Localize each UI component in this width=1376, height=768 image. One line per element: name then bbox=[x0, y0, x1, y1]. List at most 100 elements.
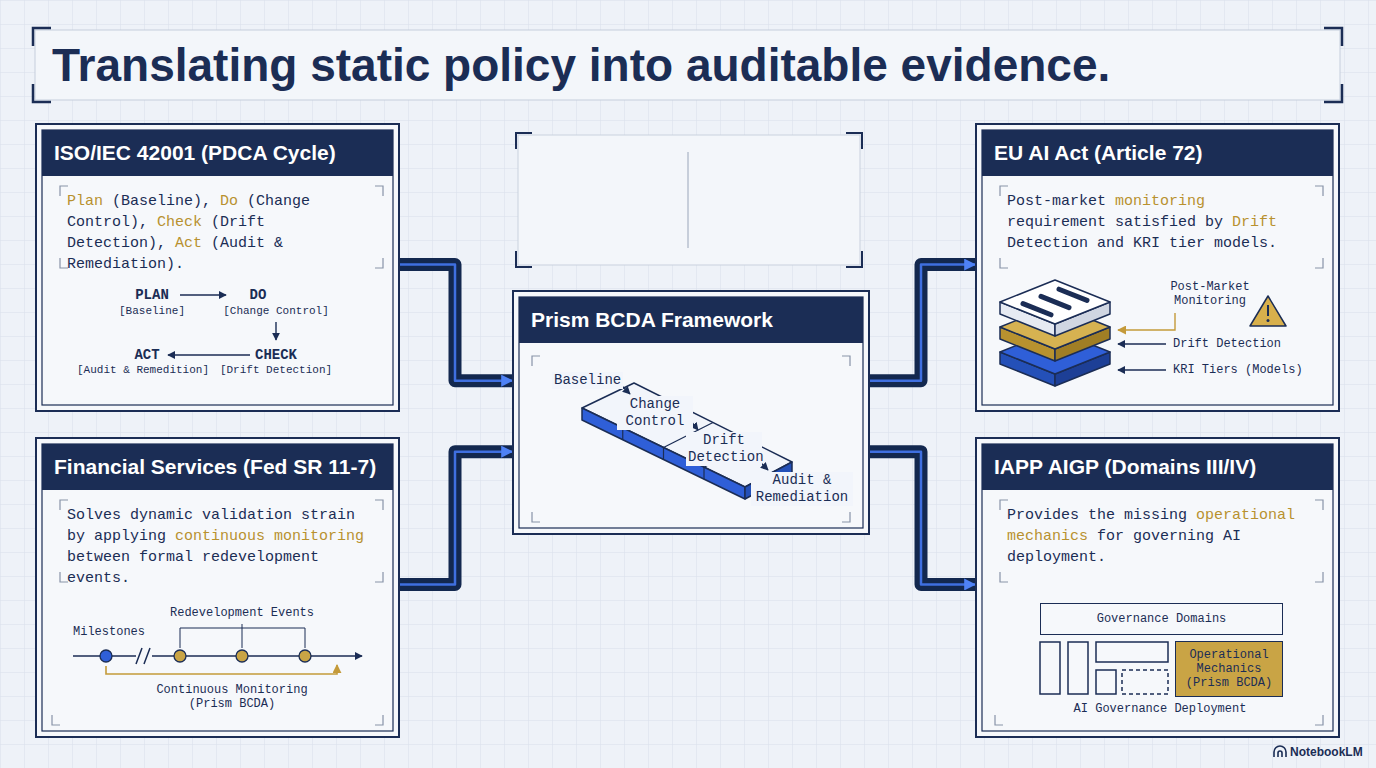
connector-core bbox=[400, 452, 512, 585]
connector-core bbox=[870, 265, 975, 381]
header-band: Prism BCDA Framework bbox=[519, 297, 863, 343]
panel-body: Plan (Baseline), Do (Change Control), Ch… bbox=[67, 191, 370, 275]
header-band: ISO/IEC 42001 (PDCA Cycle) bbox=[42, 130, 393, 176]
connector-arrow bbox=[400, 452, 512, 585]
pdca-arrow bbox=[180, 294, 226, 295]
title-frame bbox=[33, 28, 1342, 102]
empty-frame bbox=[516, 133, 862, 267]
layer-stack-icon bbox=[1000, 280, 1110, 324]
pdca-arrow bbox=[168, 295, 276, 355]
warning-icon bbox=[1267, 305, 1269, 316]
empty-frame bbox=[516, 133, 862, 267]
body-word: missing bbox=[1124, 507, 1196, 524]
body-word: Solves bbox=[67, 507, 130, 524]
panel-fill bbox=[35, 123, 400, 412]
diagram-label: CHECK bbox=[255, 347, 297, 364]
layer-stack-icon bbox=[1000, 280, 1110, 386]
body-word: Drift bbox=[1232, 214, 1277, 231]
timeline bbox=[174, 650, 186, 662]
body-word: applying bbox=[94, 528, 175, 545]
warning-icon bbox=[1267, 319, 1270, 322]
watermark: NotebookLM bbox=[1290, 745, 1363, 759]
header-band: IAPP AIGP (Domains III/IV) bbox=[982, 444, 1333, 490]
body-word: deployment. bbox=[1007, 549, 1106, 566]
timeline bbox=[136, 648, 150, 664]
framework-panel: IAPP AIGP (Domains III/IV) Provides the m… bbox=[975, 437, 1340, 738]
panel-heading: EU AI Act (Article 72) bbox=[994, 130, 1321, 176]
title-frame bbox=[33, 28, 1342, 102]
connector-casing bbox=[400, 265, 512, 381]
body-word: by bbox=[67, 528, 94, 545]
domain-blocks bbox=[1040, 642, 1168, 694]
header-band: Financial Services (Fed SR 11-7) bbox=[42, 444, 393, 490]
panel-fill bbox=[512, 290, 870, 535]
body-word: between bbox=[67, 549, 139, 566]
diagram-label: KRI Tiers (Models) bbox=[1173, 363, 1303, 377]
diagram-label: Continuous Monitoring (Prism BCDA) bbox=[146, 683, 318, 712]
body-word: monitoring bbox=[1115, 193, 1205, 210]
panel-fill bbox=[975, 437, 1340, 738]
timeline bbox=[106, 665, 337, 674]
body-word: Check bbox=[157, 214, 211, 231]
body-word: for bbox=[1097, 528, 1133, 545]
panel-inner-frame bbox=[42, 130, 393, 405]
body-word: Detection), bbox=[67, 235, 175, 252]
body-word: monitoring bbox=[274, 528, 364, 545]
connector-casing bbox=[400, 452, 512, 585]
header-band: EU AI Act (Article 72) bbox=[982, 130, 1333, 176]
body-word: Act bbox=[175, 235, 211, 252]
box-label: Governance Domains bbox=[1092, 609, 1232, 629]
body-word: (Baseline), bbox=[112, 193, 220, 210]
timeline bbox=[180, 624, 305, 648]
diagram-label: [Audit & Remedition] bbox=[77, 364, 209, 377]
connector-core bbox=[870, 452, 975, 585]
body-word: formal bbox=[139, 549, 202, 566]
pdca-arrow bbox=[168, 354, 250, 355]
body-word: models. bbox=[1214, 235, 1277, 252]
diagram-label: [Baseline] bbox=[119, 305, 185, 318]
panel-heading: IAPP AIGP (Domains III/IV) bbox=[994, 444, 1321, 490]
body-word: AI bbox=[1223, 528, 1241, 545]
diagram-label: Redevelopment Events bbox=[170, 606, 314, 620]
body-word: governing bbox=[1133, 528, 1223, 545]
body-word: Plan bbox=[67, 193, 112, 210]
body-word: the bbox=[1088, 507, 1124, 524]
empty-frame bbox=[688, 152, 689, 248]
body-word: validation bbox=[202, 507, 301, 524]
connector-casing bbox=[870, 452, 975, 585]
diagram-label: Milestones bbox=[73, 625, 145, 639]
domain-blocks bbox=[1122, 670, 1168, 694]
diagram-label: [Drift Detection] bbox=[220, 364, 332, 377]
body-word: Post-market bbox=[1007, 193, 1115, 210]
panel-body: Solves dynamic validation strain by appl… bbox=[67, 505, 370, 589]
panel-fill bbox=[35, 123, 1340, 738]
corner-bracket bbox=[1000, 500, 1323, 582]
domain-box: Governance Domains bbox=[1040, 603, 1283, 635]
diagram-label: Drift Detection bbox=[1173, 337, 1281, 351]
connector-core bbox=[400, 265, 512, 381]
domain-blocks bbox=[1096, 670, 1116, 694]
body-word: & bbox=[274, 235, 283, 252]
body-word: mechanics bbox=[1007, 528, 1097, 545]
panel-heading: Prism BCDA Framework bbox=[531, 297, 851, 343]
panel-body: Provides the missing operational mechani… bbox=[1007, 505, 1310, 568]
body-word: Remediation). bbox=[67, 256, 184, 273]
diagram-label: DO bbox=[250, 287, 267, 304]
watermark-icon bbox=[1274, 746, 1286, 757]
body-word: KRI bbox=[1133, 235, 1169, 252]
diagram-label: Drift Detection bbox=[686, 432, 762, 466]
timeline bbox=[299, 650, 311, 662]
timeline bbox=[73, 655, 362, 657]
watermark-icon bbox=[1278, 751, 1282, 757]
title-frame bbox=[35, 30, 1340, 100]
body-word: satisfied bbox=[1115, 214, 1205, 231]
body-word: events. bbox=[67, 570, 130, 587]
diagram-label: [Change Control] bbox=[223, 305, 329, 318]
panel-inner-frame bbox=[982, 444, 1333, 731]
panel-inner-frame bbox=[42, 130, 1333, 731]
corner-bracket bbox=[1000, 186, 1323, 268]
panel-fill bbox=[35, 437, 400, 738]
